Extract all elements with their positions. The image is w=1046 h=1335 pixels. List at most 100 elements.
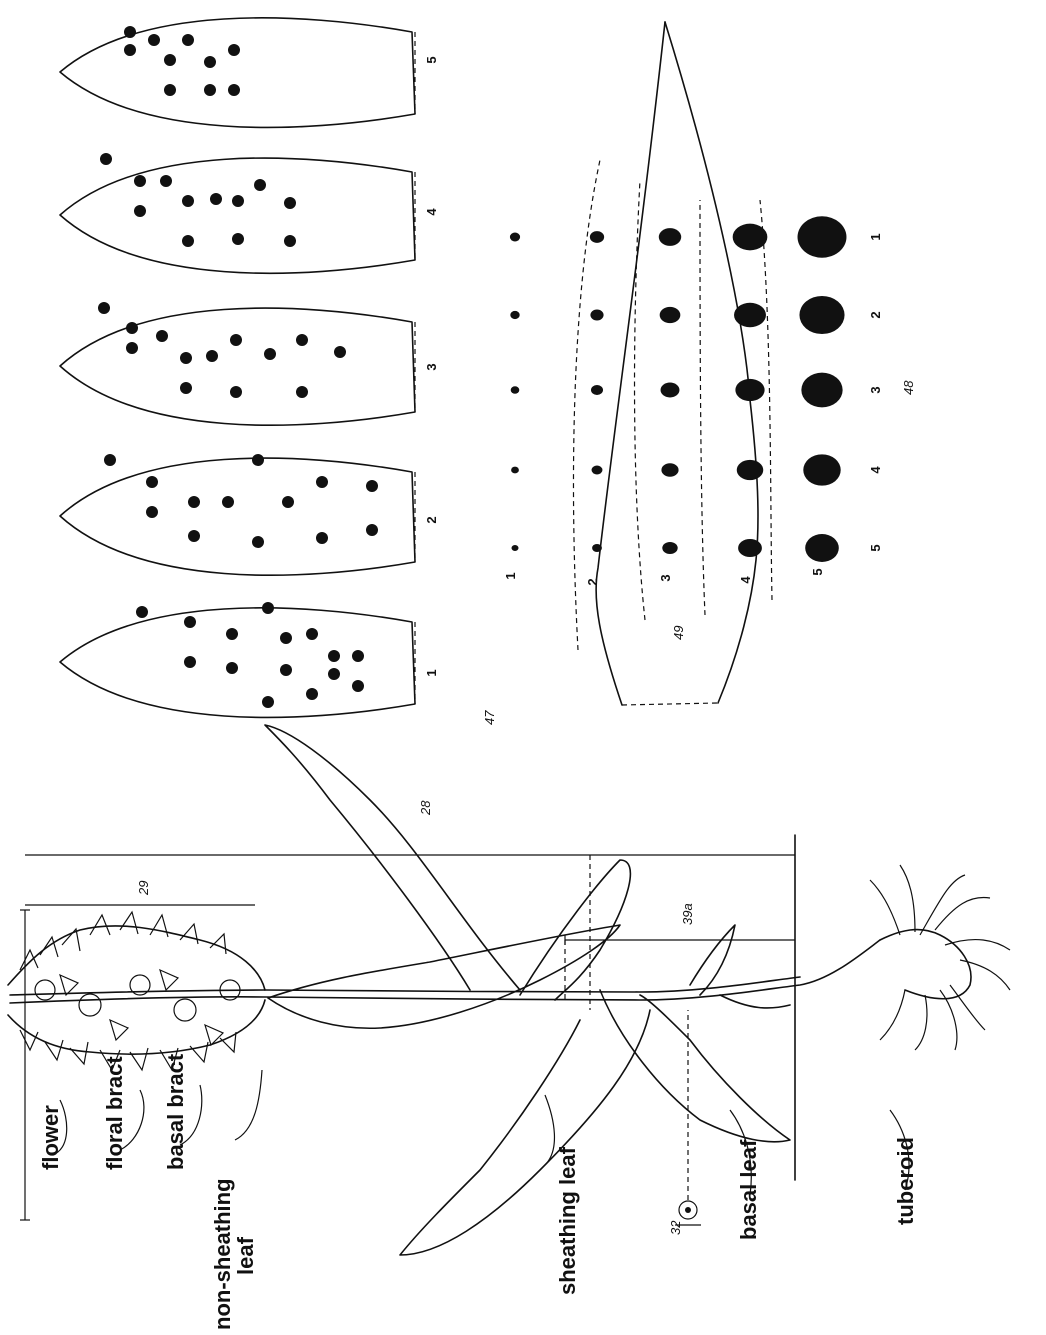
fig47-spot	[262, 602, 274, 614]
fig48-spot	[803, 454, 840, 485]
fig47-spot	[124, 26, 136, 38]
fig47-spot	[160, 175, 172, 187]
fig47-spot	[284, 197, 296, 209]
fig47-leaf-outline	[60, 458, 415, 575]
fig47-leaf-number: 2	[424, 516, 439, 523]
zone-arc-2	[635, 180, 645, 620]
fig48-spot	[659, 228, 681, 246]
label-basal-bract: basal bract	[163, 1053, 188, 1170]
fig-number-28: 28	[418, 800, 433, 816]
leader-sheathing	[545, 1095, 554, 1165]
fig47-spot	[296, 334, 308, 346]
fig48-spot	[510, 311, 519, 319]
fig47-spot	[262, 696, 274, 708]
fig-number-32: 32	[668, 1220, 683, 1235]
fig47-spot	[136, 606, 148, 618]
fig47-spot	[180, 352, 192, 364]
fig47-spot	[228, 44, 240, 56]
fig47-spot	[124, 44, 136, 56]
fig47-spot	[316, 532, 328, 544]
fig-number-47: 47	[482, 710, 497, 725]
fig49-row-number: 2	[585, 578, 600, 585]
fig47-spot	[284, 235, 296, 247]
fig48-spot	[734, 303, 766, 327]
sheathing-leaf-left-2	[520, 860, 630, 1000]
fig47-spot	[148, 34, 160, 46]
fig47-spot	[306, 628, 318, 640]
right-leaf	[600, 990, 790, 1142]
fig48-spot	[798, 216, 847, 257]
fig47-spot	[352, 650, 364, 662]
fig47-spot	[164, 84, 176, 96]
fig47-spot	[226, 628, 238, 640]
cross-section-32-inner	[685, 1207, 691, 1213]
fig47-spot	[328, 650, 340, 662]
label-flower: flower	[38, 1105, 63, 1170]
fig48-spot	[512, 545, 519, 551]
fig48-spot	[511, 467, 519, 474]
stem	[10, 940, 880, 1003]
fig49-row-number: 1	[503, 572, 518, 579]
fig47-spot	[188, 530, 200, 542]
fig47-spot	[134, 205, 146, 217]
fig47-leaf-outline	[60, 158, 415, 273]
fig47-spot	[126, 322, 138, 334]
fig47-spot	[182, 235, 194, 247]
fig47-spot	[104, 454, 116, 466]
fig47-spot	[352, 680, 364, 692]
fig47-spot	[98, 302, 110, 314]
fig47-spot	[280, 632, 292, 644]
fig48-spot	[510, 233, 520, 242]
label-basal-leaf: basal leaf	[736, 1139, 761, 1240]
fig47-spot	[264, 348, 276, 360]
fig47-spot	[280, 664, 292, 676]
fig47-leaf-outline	[60, 18, 415, 128]
sheathing-leaf-left	[265, 725, 520, 990]
label-non-sheathing-line2: leaf	[233, 1236, 258, 1275]
basal-leaf	[690, 925, 790, 1008]
fig48-49-large-leaf	[573, 22, 772, 705]
fig47-spot	[126, 342, 138, 354]
fig47-spot	[252, 536, 264, 548]
large-leaf-outline-right	[665, 22, 758, 703]
fig49-row-number: 3	[658, 574, 673, 581]
fig48-spot	[737, 460, 764, 480]
tuberoid-roots	[870, 865, 1010, 1050]
fig47-spot	[296, 386, 308, 398]
fig48-spot	[801, 373, 842, 408]
fig-number-39a: 39a	[680, 903, 695, 925]
fig47-spot	[232, 233, 244, 245]
fig47-spot	[334, 346, 346, 358]
leader-non-sheathing	[235, 1070, 262, 1140]
large-leaf-base-dashed	[622, 703, 718, 705]
fig47-spot	[146, 506, 158, 518]
fig48-spot	[661, 383, 680, 398]
fig47-spot	[232, 195, 244, 207]
fig48-spot	[592, 466, 603, 475]
stem-lower-edge	[10, 977, 800, 995]
fig47-leaf-outline	[60, 608, 415, 718]
fig48-spot	[799, 296, 844, 334]
fig48-spot	[660, 307, 681, 323]
fig47-spot	[306, 688, 318, 700]
fig47-leaf-number: 5	[424, 56, 439, 63]
fig47-spot	[182, 195, 194, 207]
fig47-leaf-number: 1	[424, 669, 439, 676]
fig48-spot	[662, 542, 677, 554]
fig48-column-number: 2	[868, 311, 883, 318]
fig47-spot	[230, 386, 242, 398]
fig47-spot	[206, 350, 218, 362]
fig47-leaf-spot-diagrams	[60, 18, 415, 718]
zone-arc-3	[700, 200, 705, 615]
fig48-spot	[733, 224, 768, 251]
large-leaf-outline-left	[596, 22, 665, 705]
fig47-spot	[228, 84, 240, 96]
fig47-spot	[366, 524, 378, 536]
fig47-spot	[328, 668, 340, 680]
fig47-spot	[204, 84, 216, 96]
fig49-row-number: 4	[738, 576, 753, 584]
fig-number-49: 49	[671, 626, 686, 640]
fig49-row-number: 5	[810, 568, 825, 575]
fig48-spot	[590, 310, 603, 321]
